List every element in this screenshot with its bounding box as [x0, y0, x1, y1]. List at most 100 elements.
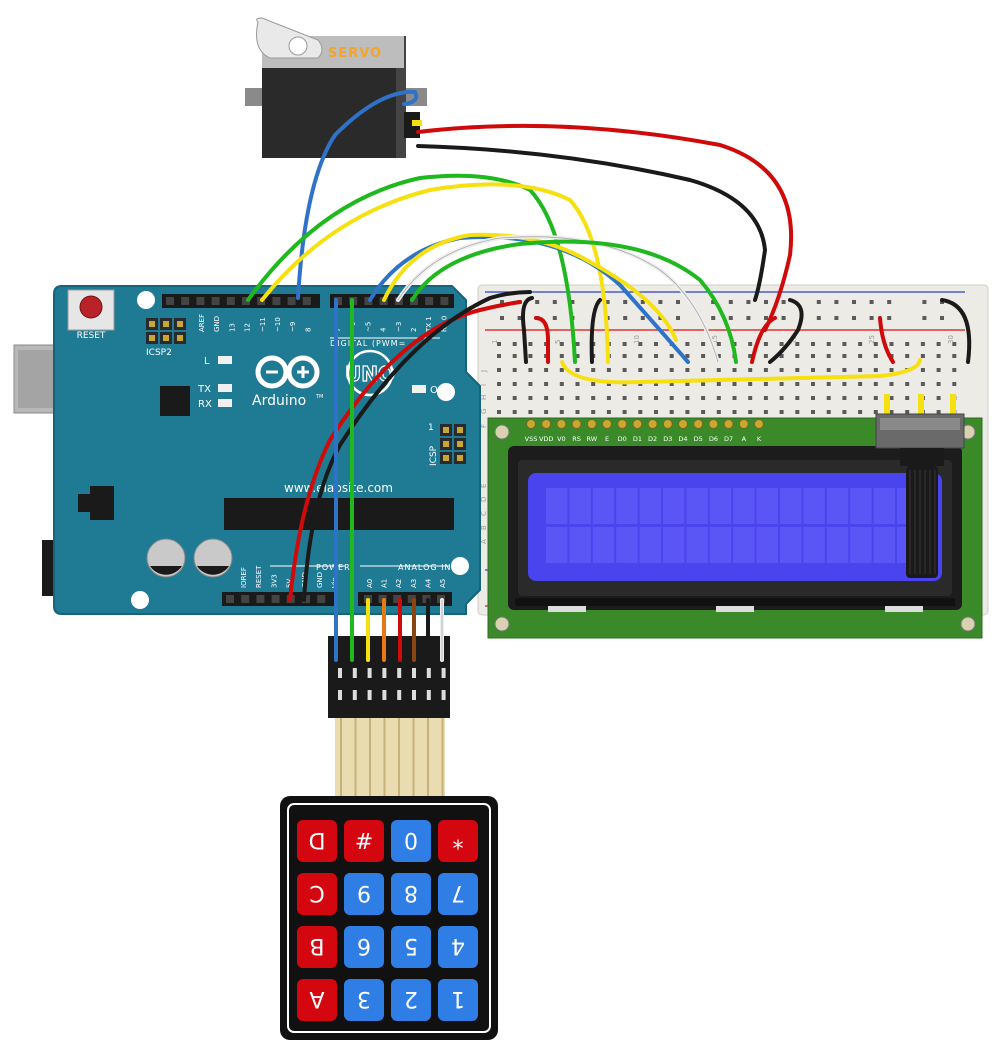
keypad-key-face[interactable]: [438, 979, 478, 1021]
rail-hole: [940, 316, 944, 320]
wire-pin12-green: [246, 173, 577, 364]
keypad-key-3[interactable]: 3: [344, 979, 384, 1021]
breadboard-hole: [779, 342, 784, 346]
keypad-key-face[interactable]: [391, 926, 431, 968]
servo-wire-strip: [412, 120, 422, 126]
rail-hole: [922, 300, 927, 304]
keypad-key-face[interactable]: [438, 820, 478, 862]
breadboard-hole: [591, 382, 596, 386]
rail-hole: [711, 316, 716, 320]
digital-pin-label: AREF: [198, 314, 206, 332]
lcd-pin-label: RS: [572, 435, 581, 443]
keypad-key-4[interactable]: 4: [438, 926, 478, 968]
digital-pin-label: GND: [213, 316, 221, 332]
servo-horn[interactable]: [256, 17, 323, 59]
digital-pin-label: 4: [380, 327, 388, 332]
keypad-key-B[interactable]: B: [297, 926, 337, 968]
keypad-key-5[interactable]: 5: [391, 926, 431, 968]
lcd-pin: [708, 419, 719, 429]
breadboard-hole: [512, 410, 517, 414]
keypad-key-#[interactable]: #: [344, 820, 384, 862]
lcd-cell: [873, 488, 895, 524]
keypad-key-face[interactable]: [344, 820, 384, 862]
lcd-pin-label: D3: [663, 435, 672, 443]
reset-button[interactable]: [79, 295, 103, 319]
keypad-key-9[interactable]: 9: [344, 873, 384, 915]
breadboard-hole: [811, 342, 815, 346]
rail-hole: [764, 316, 768, 320]
lcd-pin-label: V0: [557, 435, 566, 443]
keypad-key-7[interactable]: 7: [438, 873, 478, 915]
keypad-key-A[interactable]: A: [297, 979, 337, 1021]
rail-hole: [781, 316, 786, 320]
rail-hole: [887, 300, 892, 304]
keypad-key-face[interactable]: [297, 820, 337, 862]
potentiometer-knob[interactable]: [900, 448, 944, 466]
mount-hole-1: [137, 291, 155, 309]
digital-hole: [410, 297, 418, 305]
rail-hole: [922, 316, 927, 320]
breadboard-hole: [716, 396, 721, 400]
breadboard-hole: [889, 410, 894, 414]
digital-pin-label: 8: [304, 328, 312, 332]
keypad-key-0[interactable]: 0: [391, 820, 431, 862]
digital-hole: [211, 297, 220, 305]
lcd-pin-label: D4: [678, 435, 687, 443]
breadboard-hole: [748, 382, 753, 386]
lcd-mount-hole-tl: [494, 424, 510, 440]
breadboard-hole: [685, 382, 690, 386]
breadboard-column-number: 25: [868, 335, 876, 344]
breadboard-hole: [654, 342, 658, 346]
digital-pin-label: ~10: [274, 317, 282, 332]
reset-label: RESET: [77, 331, 106, 341]
breadboard-hole: [544, 368, 549, 372]
keypad-connector-pins: [338, 668, 446, 700]
potentiometer-shaft[interactable]: [906, 466, 938, 578]
breadboard-hole: [654, 410, 658, 414]
breadboard-hole: [606, 368, 611, 372]
lcd-cell: [733, 488, 755, 524]
rail-hole: [834, 316, 839, 320]
keypad-connector-pin: [367, 668, 372, 678]
breadboard-hole: [512, 354, 517, 358]
keypad-key-C[interactable]: C: [297, 873, 337, 915]
power-pin-label: GND: [316, 572, 324, 588]
keypad-key-face[interactable]: [297, 979, 337, 1021]
rail-hole: [816, 300, 821, 304]
keypad-key-1[interactable]: 1: [438, 979, 478, 1021]
keypad-key-face[interactable]: [344, 926, 384, 968]
digital-header-label: DIGITAL (PWM=: [330, 339, 406, 348]
keypad-key-face[interactable]: [438, 873, 478, 915]
keypad-key-8[interactable]: 8: [391, 873, 431, 915]
lcd-pin: [541, 419, 552, 429]
breadboard-hole: [559, 410, 564, 414]
keypad-key-*[interactable]: *: [438, 820, 478, 862]
digital-hole: [196, 297, 205, 305]
lcd-pin-label: D6: [709, 435, 718, 443]
capacitor-1-mark: [150, 566, 182, 575]
breadboard-main-holes: [497, 342, 957, 414]
lcd-pin: [617, 419, 628, 429]
keypad-key-face[interactable]: [391, 873, 431, 915]
breadboard-hole: [638, 368, 643, 372]
keypad-key-D[interactable]: D: [297, 820, 337, 862]
keypad-key-face[interactable]: [391, 979, 431, 1021]
lcd-cell: [616, 527, 638, 563]
analog-pin-label: A4: [424, 578, 432, 588]
jumper-black-3: [768, 298, 804, 364]
keypad-key-face[interactable]: [297, 926, 337, 968]
rail-hole: [711, 300, 716, 304]
lcd-pin-label: D7: [724, 435, 733, 443]
keypad-key-face[interactable]: [297, 873, 337, 915]
breadboard-row-letter: C: [480, 511, 488, 516]
keypad-key-6[interactable]: 6: [344, 926, 384, 968]
keypad-key-face[interactable]: [344, 979, 384, 1021]
keypad-key-2[interactable]: 2: [391, 979, 431, 1021]
breadboard-hole: [905, 342, 910, 346]
keypad-key-face[interactable]: [438, 926, 478, 968]
keypad-key-face[interactable]: [344, 873, 384, 915]
rail-hole: [658, 300, 663, 304]
potentiometer[interactable]: [875, 394, 965, 578]
keypad-key-face[interactable]: [391, 820, 431, 862]
